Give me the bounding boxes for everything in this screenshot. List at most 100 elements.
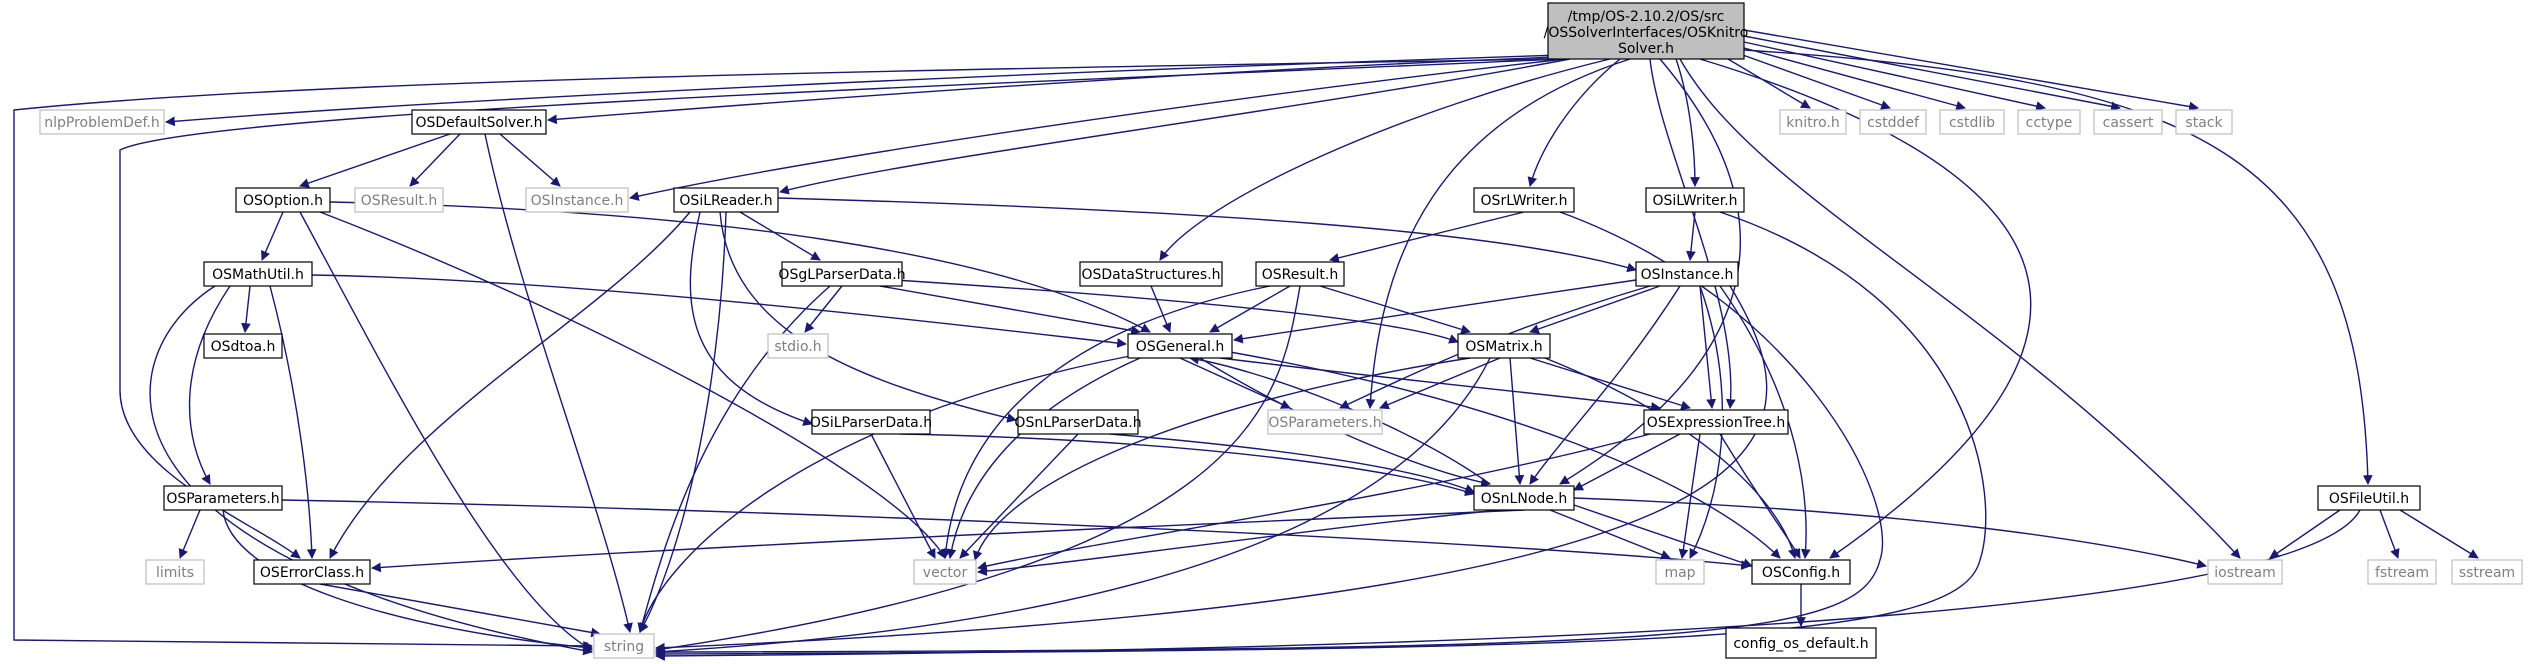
node-sstream[interactable]: sstream bbox=[2451, 559, 2523, 585]
edge-root-os-instance-std bbox=[629, 58, 1566, 201]
node-label: OSOption.h bbox=[243, 193, 323, 209]
edge-mathutil-string bbox=[149, 285, 593, 656]
node-label: OSMathUtil.h bbox=[212, 267, 304, 283]
node-iostream[interactable]: iostream bbox=[2207, 559, 2283, 585]
node-label: knitro.h bbox=[1786, 115, 1839, 131]
node-os-expression-tree-h[interactable]: OSExpressionTree.h bbox=[1643, 409, 1789, 435]
edge-exprtree-vector bbox=[977, 433, 1651, 571]
node-fstream[interactable]: fstream bbox=[2367, 559, 2437, 585]
edge-glparser-general bbox=[879, 285, 1141, 336]
node-os-error-class-h[interactable]: OSErrorClass.h bbox=[253, 559, 371, 585]
edge-fileutil-fstream bbox=[2379, 509, 2400, 559]
node-knitro-h[interactable]: knitro.h bbox=[1779, 109, 1847, 135]
edge-mathutil-error-class bbox=[269, 285, 317, 559]
edge-ilreader-gl-parser bbox=[739, 211, 821, 261]
node-label: OSdtoa.h bbox=[211, 339, 276, 355]
edge-option-general bbox=[329, 201, 1151, 333]
node-label: OSnLParserData.h bbox=[1014, 415, 1141, 431]
node-os-dtoa-h[interactable]: OSdtoa.h bbox=[203, 333, 283, 359]
edge-mathutil-parameters bbox=[188, 285, 231, 485]
node-os-nl-parser-data-h[interactable]: OSnLParserData.h bbox=[1014, 409, 1142, 435]
node-os-gl-parser-data-h[interactable]: OSgLParserData.h bbox=[778, 261, 906, 287]
edge-ilreader-nl-parser bbox=[719, 211, 1017, 423]
edge-option-math-util bbox=[261, 211, 284, 261]
node-label: stack bbox=[2185, 115, 2223, 131]
edge-root-os-file-util bbox=[1743, 49, 2373, 485]
node-label: OSErrorClass.h bbox=[260, 565, 364, 581]
node-os-rl-writer-h[interactable]: OSrLWriter.h bbox=[1473, 187, 1575, 213]
node-os-parameters-h-std[interactable]: OSParameters.h bbox=[1267, 409, 1383, 435]
node-root-knitro-solver-h[interactable]: /tmp/OS-2.10.2/OS/src /OSSolverInterface… bbox=[1544, 2, 1749, 60]
node-cctype[interactable]: cctype bbox=[2017, 109, 2081, 135]
edge-root-cstdlib bbox=[1743, 47, 1966, 111]
edge-root-os-parameters bbox=[1365, 58, 1631, 409]
node-os-data-structures-h[interactable]: OSDataStructures.h bbox=[1079, 261, 1223, 287]
node-label: map bbox=[1664, 565, 1695, 581]
node-os-nl-node-h[interactable]: OSnLNode.h bbox=[1473, 485, 1575, 511]
edge-datastructs-general bbox=[1150, 285, 1172, 333]
node-os-matrix-h[interactable]: OSMatrix.h bbox=[1457, 333, 1551, 359]
node-label: OSDataStructures.h bbox=[1081, 267, 1220, 283]
edge-glparser-stdio bbox=[804, 285, 843, 333]
node-label: OSiLParserData.h bbox=[810, 415, 932, 431]
edge-instance-general bbox=[1233, 279, 1637, 344]
node-os-il-parser-data-h[interactable]: OSiLParserData.h bbox=[810, 409, 932, 435]
node-label: OSParameters.h bbox=[1268, 415, 1381, 431]
node-config-os-default-h[interactable]: config_os_default.h bbox=[1725, 627, 1877, 659]
node-os-instance-h[interactable]: OSInstance.h bbox=[1635, 261, 1739, 287]
node-os-result-h-std[interactable]: OSResult.h bbox=[354, 187, 444, 213]
node-cstdlib[interactable]: cstdlib bbox=[1939, 109, 2005, 135]
node-limits[interactable]: limits bbox=[145, 559, 205, 585]
edge-nlnode-error-class bbox=[371, 509, 1525, 573]
edge-root-nlp-problem-def bbox=[165, 54, 1561, 127]
node-os-instance-h-std[interactable]: OSInstance.h bbox=[525, 187, 629, 213]
node-label: OSConfig.h bbox=[1762, 565, 1840, 581]
node-os-default-solver-h[interactable]: OSDefaultSolver.h bbox=[411, 109, 547, 135]
node-os-option-h[interactable]: OSOption.h bbox=[235, 187, 331, 213]
node-os-il-reader-h[interactable]: OSiLReader.h bbox=[673, 187, 779, 213]
edge-glparser-matrix bbox=[894, 279, 1459, 344]
edge-ilwriter-string bbox=[655, 211, 1987, 659]
edge-nlnode-iostream bbox=[1573, 497, 2207, 569]
node-os-math-util-h[interactable]: OSMathUtil.h bbox=[203, 261, 313, 287]
node-map[interactable]: map bbox=[1655, 559, 1705, 585]
edge-rlwriter-result bbox=[1329, 211, 1525, 263]
edge-option-vector bbox=[319, 211, 946, 559]
node-stdio-h[interactable]: stdio.h bbox=[767, 333, 829, 359]
node-label: OSGeneral.h bbox=[1136, 339, 1224, 355]
node-label: fstream bbox=[2375, 565, 2429, 581]
node-os-il-writer-h[interactable]: OSiLWriter.h bbox=[1645, 187, 1745, 213]
edge-parameters-limits bbox=[178, 509, 201, 559]
edge-matrix-vector bbox=[972, 357, 1471, 561]
node-cstddef[interactable]: cstddef bbox=[1859, 109, 1927, 135]
node-os-parameters-h[interactable]: OSParameters.h bbox=[163, 485, 283, 511]
node-os-general-h[interactable]: OSGeneral.h bbox=[1127, 333, 1233, 359]
node-nlp-problem-def-h[interactable]: nlpProblemDef.h bbox=[39, 109, 165, 135]
edge-nlnode-general bbox=[1189, 354, 1491, 485]
edge-instance-map bbox=[1689, 285, 1724, 559]
node-string[interactable]: string bbox=[593, 633, 655, 659]
node-cassert[interactable]: cassert bbox=[2093, 109, 2163, 135]
edge-root-os-config bbox=[1699, 58, 2032, 559]
node-os-config-h[interactable]: OSConfig.h bbox=[1751, 559, 1851, 585]
edge-nlnode-config bbox=[1573, 504, 1753, 568]
edge-instance-string bbox=[655, 285, 1768, 653]
node-os-result-h[interactable]: OSResult.h bbox=[1255, 261, 1345, 287]
node-label: OSiLReader.h bbox=[679, 193, 772, 209]
edge-general-vector bbox=[946, 357, 1141, 559]
edge-instance-expression-tree bbox=[1699, 285, 1717, 409]
edge-root-os-error-class bbox=[119, 58, 1561, 559]
node-label: OSrLWriter.h bbox=[1481, 193, 1568, 209]
node-stack[interactable]: stack bbox=[2175, 109, 2233, 135]
node-vector[interactable]: vector bbox=[913, 559, 977, 585]
node-os-file-util-h[interactable]: OSFileUtil.h bbox=[2317, 485, 2421, 511]
edge-nlnode-vector bbox=[977, 509, 1501, 577]
root-label-line-2: /OSSolverInterfaces/OSKnitro bbox=[1544, 25, 1749, 41]
edge-root-iostream bbox=[1679, 58, 2241, 559]
edges-layer bbox=[13, 29, 2479, 661]
edge-nlnode-map bbox=[1549, 509, 1671, 560]
node-label: cstdlib bbox=[1949, 115, 1995, 131]
node-label: OSParameters.h bbox=[166, 491, 279, 507]
node-label: cassert bbox=[2103, 115, 2154, 131]
node-label: OSDefaultSolver.h bbox=[415, 115, 542, 131]
